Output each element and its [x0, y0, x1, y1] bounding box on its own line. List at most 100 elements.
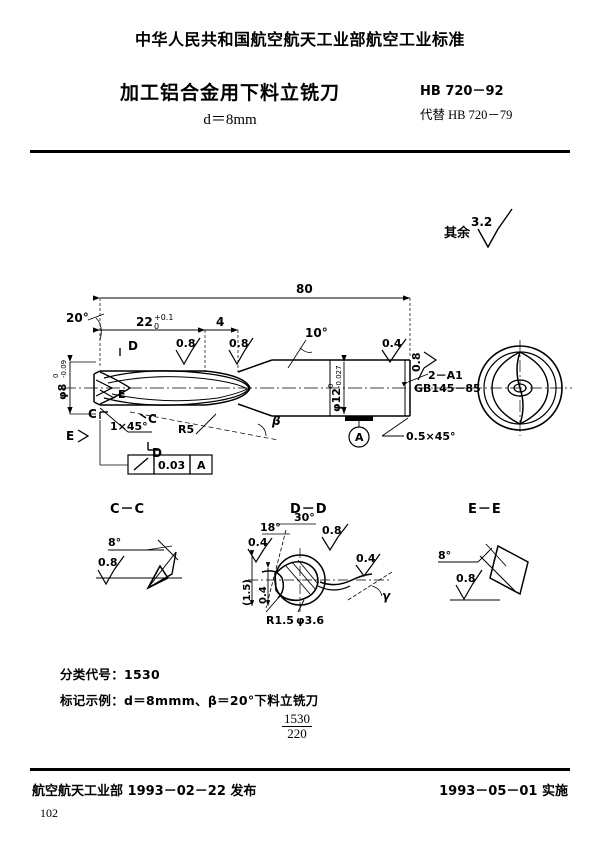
dimension-flute-length: 22 +0.1 0 [92, 313, 206, 372]
dim-overall-length-text: 80 [296, 282, 313, 296]
page-title: 加工铝合金用下料立铣刀 [119, 82, 340, 104]
dim-shank-dia-text: φ12 [330, 388, 343, 412]
dim-helix-angle-text: 20° [66, 311, 89, 325]
tolerance-datum-text: A [197, 459, 206, 472]
section-view-dd: 30° 18° 0.4 0.8 0.4 [242, 511, 393, 627]
section-mark-D2-label: D [152, 446, 162, 460]
center-hole-std-text: GB145－85 [414, 382, 481, 395]
dimension-overall-length: 80 [92, 282, 411, 368]
tolerance-value-text: 0.03 [158, 459, 185, 472]
dim-cutter-dia-tol-upper: 0 [52, 374, 60, 378]
general-note-label: 其余 [444, 225, 471, 241]
roughness-symbol-cc: 0.8 [97, 555, 125, 586]
roughness-symbol-dd-b: 0.8 [321, 523, 349, 552]
dim-dd-land-text: 0.4 [258, 586, 269, 604]
chamfer-left-callout: 1×45° [99, 407, 152, 433]
dimension-dd-rake: 30° [265, 511, 316, 609]
center-hole-callout: 2－A1 GB145－85 [401, 369, 481, 395]
detail-callout-A-text: A [355, 431, 364, 444]
roughness-flute-value: 0.8 [176, 337, 196, 350]
section-mark-C-label: C [88, 407, 97, 421]
dimension-corner-radius: R5 [178, 413, 217, 436]
dimension-neck: 4 [197, 315, 239, 372]
roughness-cc-value: 0.8 [98, 556, 118, 569]
dimension-beta-angle: β [129, 411, 281, 441]
roughness-dd-b-value: 0.8 [322, 524, 342, 537]
dim-flute-tol-lower: 0 [154, 322, 159, 331]
dimension-cutter-diameter: φ8 0 -0.09 [52, 354, 96, 415]
roughness-dd-c-value: 0.4 [356, 552, 376, 565]
dim-dd-bracket-text: (1.5) [242, 579, 253, 606]
chamfer-right-text: 0.5×45° [406, 430, 456, 443]
section-mark-C2-label: C [148, 412, 157, 426]
standard-code: HB 720－92 [420, 84, 504, 99]
section-mark-C: C C [88, 407, 157, 426]
roughness-symbol-end: 0.8 [410, 351, 438, 381]
roughness-symbol-ee: 0.8 [455, 569, 483, 601]
main-view: 80 22 +0.1 0 4 20° [52, 282, 481, 475]
cutting-tip [93, 370, 123, 406]
dim-beta-angle-text: β [271, 414, 281, 428]
section-mark-E2-label: E [118, 388, 126, 401]
dim-taper-angle-text: 10° [305, 326, 328, 340]
marking-example-note: 标记示例：d＝8mmm、β＝20°下料立铣刀 [60, 693, 319, 708]
page-subtitle: d＝8mm [203, 112, 257, 128]
dim-shank-tol-upper: 0 [327, 384, 335, 388]
section-mark-E: E E [66, 388, 126, 443]
roughness-symbol-dd-a: 0.4 [247, 536, 273, 564]
dimension-dd-core-radius: R1.5 [265, 595, 294, 627]
fraction-denominator: 220 [287, 725, 307, 741]
dimension-shank-diameter: φ12 0 -0.027 [327, 354, 347, 414]
dim-dd-core-radius-text: R1.5 [266, 614, 294, 627]
roughness-symbol-dd-c: 0.4 [355, 552, 381, 578]
neck-outline [237, 359, 273, 417]
roughness-dd-a-value: 0.4 [248, 536, 268, 549]
roughness-symbol-taper: 0.8 [228, 337, 254, 366]
dim-cc-angle-text: 8° [108, 536, 121, 549]
detail-callout-A: A [348, 421, 370, 448]
chamfer-right-callout: 0.5×45° [381, 417, 456, 443]
section-view-cc: 8° 0.8 [96, 536, 182, 590]
cutter-body-outline [99, 370, 251, 406]
dimension-cc-angle: 8° [108, 536, 164, 551]
section-mark-D: D D [119, 339, 162, 460]
dim-corner-radius-text: R5 [178, 423, 194, 436]
dimension-dd-land: 0.4 [258, 562, 271, 606]
classification-note: 分类代号：1530 [60, 667, 160, 682]
dim-dd-second-angle-text: 18° [260, 521, 281, 534]
fraction-numerator: 1530 [282, 711, 312, 727]
page-number: 102 [40, 806, 58, 820]
dimension-dd-bracket: (1.5) [242, 550, 255, 606]
roughness-ee-value: 0.8 [456, 572, 476, 585]
dim-ee-angle-text: 8° [438, 549, 451, 562]
dimension-helix-angle: 20° [66, 311, 105, 341]
dimension-ee-angle: 8° [438, 549, 451, 562]
dim-flute-tol-upper: +0.1 [154, 313, 173, 322]
section-view-ee: 8° 0.8 [438, 543, 529, 601]
shank-band [345, 416, 373, 421]
shank-outline [272, 359, 411, 417]
end-view [470, 340, 572, 436]
dim-neck-text: 4 [216, 315, 224, 329]
section-title-cc: C－C [110, 502, 146, 517]
section-mark-D-label: D [128, 339, 138, 353]
dimension-taper-angle: 10° [287, 326, 328, 369]
roughness-end-value: 0.8 [410, 353, 423, 373]
roughness-shank-value: 0.4 [382, 337, 402, 350]
tolerance-symbol-icon [133, 457, 149, 471]
standard-organization-line: 中华人民共和国航空航天工业部航空工业标准 [134, 30, 465, 49]
dim-dd-gamma-text: γ [382, 589, 391, 603]
section-mark-E-label: E [66, 429, 74, 443]
general-note-roughness: 3.2 [471, 215, 492, 229]
section-title-ee: E－E [468, 502, 502, 517]
center-hole-text: 2－A1 [428, 369, 463, 382]
chamfer-left-text: 1×45° [110, 420, 148, 433]
tolerance-frame: 0.03 A [99, 420, 213, 475]
roughness-symbol-shank: 0.4 [381, 337, 407, 364]
header-divider [30, 150, 570, 153]
dim-shank-tol-lower: -0.027 [335, 365, 343, 388]
standard-page-fraction: 1530 220 [282, 712, 312, 740]
section-title-dd: D－D [290, 502, 328, 517]
roughness-taper-value: 0.8 [229, 337, 249, 350]
